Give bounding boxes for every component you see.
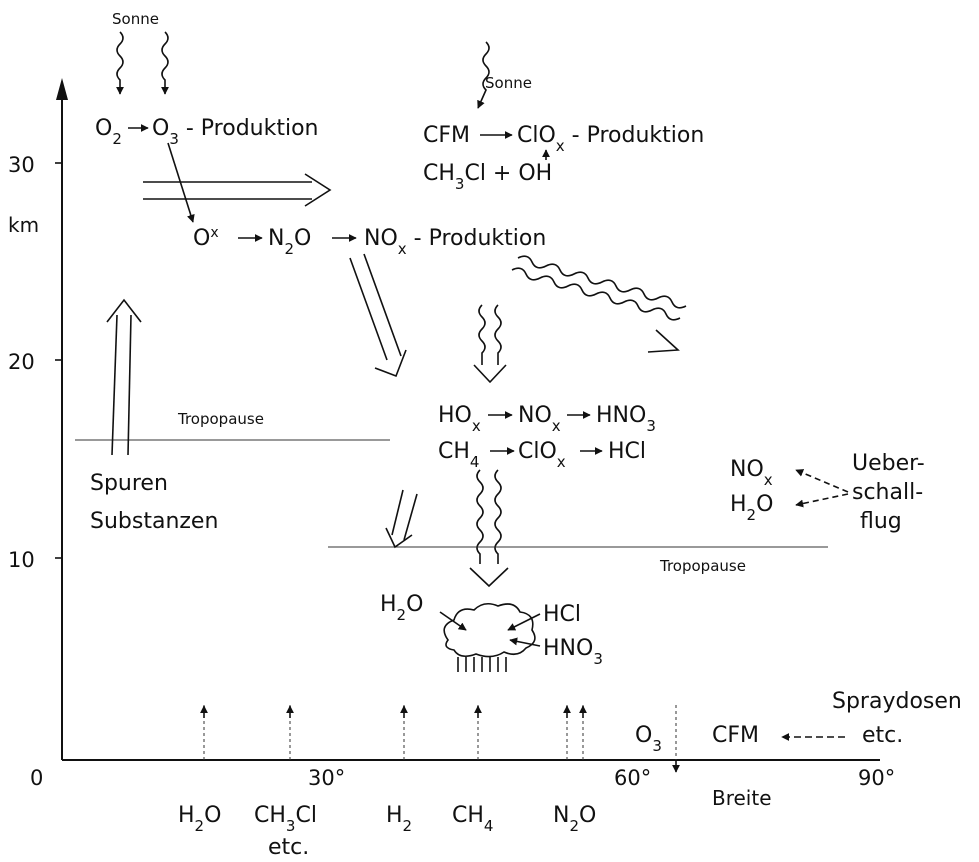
reaction-row-1: HOx (438, 403, 481, 435)
x-origin-label: 0 (30, 766, 43, 790)
reaction-row-2-clox: ClOx (518, 439, 566, 471)
source-label-h2: H2 (386, 803, 412, 835)
sun-label-top: Sonne (112, 10, 159, 28)
cloud-hno3-text: HNO3 (543, 636, 603, 668)
wavy-arrow-down-upper (473, 304, 507, 384)
supersonic-to-h2o-arrow (795, 493, 849, 508)
hollow-arrow-down-left (349, 253, 407, 378)
reaction-row-2-hcl: HCl (608, 439, 646, 464)
o3-ground-text: O3 (635, 723, 662, 755)
cloud-hcl-text: HCl (543, 602, 581, 627)
sun-ray-o2-arrow (116, 31, 124, 95)
hollow-arrow-tropopause-cross (385, 489, 418, 549)
ozone-production-label: O2 (95, 116, 122, 148)
o3-production-text: O3 - Produktion (152, 116, 319, 148)
ch3cl-oh-text: CH3Cl + OH (423, 161, 552, 193)
reaction-row-1-nox: NOx (518, 403, 561, 435)
spray-cfm-text: CFM (712, 723, 759, 748)
wavy-transport-arrow-right (511, 255, 687, 353)
y-tick-label-30: 30 (8, 153, 35, 177)
rain-streaks (457, 657, 507, 672)
supersonic-h2o-text: H2O (730, 492, 773, 524)
tropopause-label-right: Tropopause (659, 557, 746, 575)
hollow-arrow-up-trace (106, 298, 142, 456)
x-tick-label-60: 60° (614, 766, 651, 790)
n2o-chain-text: N2O (268, 226, 311, 258)
x-axis-label: Breite (712, 786, 772, 810)
x-tick-label-30: 30° (308, 766, 345, 790)
h2o-into-cloud-arrow (439, 611, 467, 631)
supersonic-label-2: schall- (852, 480, 923, 505)
source-label-n2o: N2O (553, 803, 596, 835)
supersonic-nox-text: NOx (730, 457, 773, 489)
transport-arrow-right (143, 173, 332, 207)
source-label-ch3cl-etc: etc. (268, 835, 309, 860)
sun-ray-cfm-arrow (477, 41, 490, 109)
tropopause-label-left: Tropopause (177, 410, 264, 428)
hno3-into-cloud-arrow (509, 637, 541, 647)
reaction-row-2: CH4 (438, 439, 479, 471)
source-label-ch4: CH4 (452, 803, 493, 835)
y-tick-label-20: 20 (8, 350, 35, 374)
cloud-shape (443, 602, 536, 658)
supersonic-to-nox-arrow (795, 469, 849, 493)
nox-production-text: NOx - Produktion (364, 226, 546, 258)
y-unit-label: km (8, 213, 39, 237)
sun-label-right: Sonne (485, 74, 532, 92)
y-axis-arrowhead (56, 78, 68, 100)
cloud-h2o-text: H2O (380, 592, 423, 624)
clox-production-text: ClOx - Produktion (517, 123, 704, 155)
source-label-ch3cl: CH3Cl (254, 803, 317, 835)
spray-label-1: Spraydosen (832, 689, 962, 714)
sun-ray-o3-arrow (161, 31, 169, 95)
trace-substances-line1: Spuren (90, 471, 168, 496)
trace-substances-line2: Substanzen (90, 509, 218, 534)
wavy-arrow-down-lower (469, 469, 509, 588)
hcl-into-cloud-arrow (507, 613, 541, 631)
cfm-production-label: CFM (423, 123, 470, 148)
ox-text: Ox (193, 225, 219, 251)
y-tick-label-10: 10 (8, 548, 35, 572)
spray-label-2: etc. (862, 723, 903, 748)
source-label-h2o: H2O (178, 803, 221, 835)
supersonic-label-1: Ueber- (852, 451, 925, 476)
reaction-row-1-hno3: HNO3 (596, 403, 656, 435)
supersonic-label-3: flug (860, 509, 902, 534)
x-tick-label-90: 90° (858, 766, 895, 790)
